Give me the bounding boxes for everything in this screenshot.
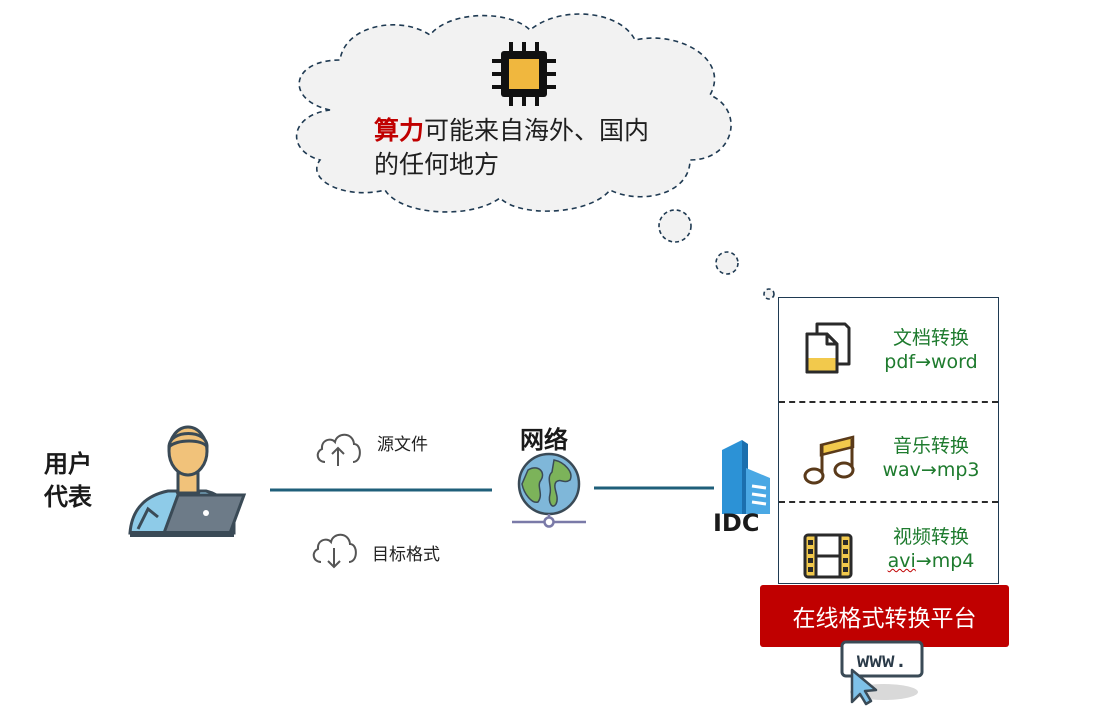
service-detail-b: →mp4 bbox=[915, 550, 975, 572]
service-panel: 文档转换 pdf→word 音乐转换 wav→mp3 视频转换 bbox=[778, 297, 999, 584]
idc-label: IDC bbox=[713, 509, 760, 537]
service-detail-a: avi bbox=[887, 550, 916, 572]
user-with-laptop-icon bbox=[128, 425, 247, 537]
platform-button[interactable]: 在线格式转换平台 bbox=[760, 585, 1009, 647]
service-item-video[interactable]: 视频转换 avi→mp4 bbox=[779, 501, 998, 585]
thought-bubble-small bbox=[763, 288, 775, 300]
compute-highlight: 算力 bbox=[374, 116, 425, 145]
service-detail: wav→mp3 bbox=[882, 459, 980, 481]
service-name: 视频转换 bbox=[892, 526, 969, 548]
thought-bubble-medium bbox=[715, 251, 739, 275]
service-name: 音乐转换 bbox=[892, 435, 969, 457]
music-note-icon bbox=[803, 435, 855, 485]
idc-building-icon bbox=[722, 440, 770, 514]
cloud-caption: 算力可能来自海外、国内 的任何地方 bbox=[374, 114, 704, 182]
film-icon bbox=[803, 533, 853, 579]
network-globe-icon bbox=[512, 452, 586, 528]
cloud-upload-icon bbox=[316, 433, 361, 466]
document-copy-icon bbox=[805, 322, 851, 374]
cloud-line2: 的任何地方 bbox=[374, 150, 500, 179]
service-item-document[interactable]: 文档转换 pdf→word bbox=[779, 298, 998, 394]
source-file-label: 源文件 bbox=[377, 435, 428, 455]
thought-bubble-large bbox=[658, 209, 692, 243]
user-label: 用户 代表 bbox=[44, 450, 92, 511]
network-label: 网络 bbox=[520, 426, 568, 454]
www-cursor-icon[interactable]: www. bbox=[836, 640, 928, 706]
service-detail: pdf→word bbox=[884, 351, 978, 373]
cloud-line1: 可能来自海外、国内 bbox=[424, 116, 650, 145]
cpu-chip-icon bbox=[492, 42, 556, 106]
cloud-download-icon bbox=[312, 533, 357, 569]
target-format-label: 目标格式 bbox=[372, 545, 440, 565]
www-text: www. bbox=[857, 651, 907, 674]
service-name: 文档转换 bbox=[892, 327, 969, 349]
service-item-music[interactable]: 音乐转换 wav→mp3 bbox=[779, 401, 998, 499]
